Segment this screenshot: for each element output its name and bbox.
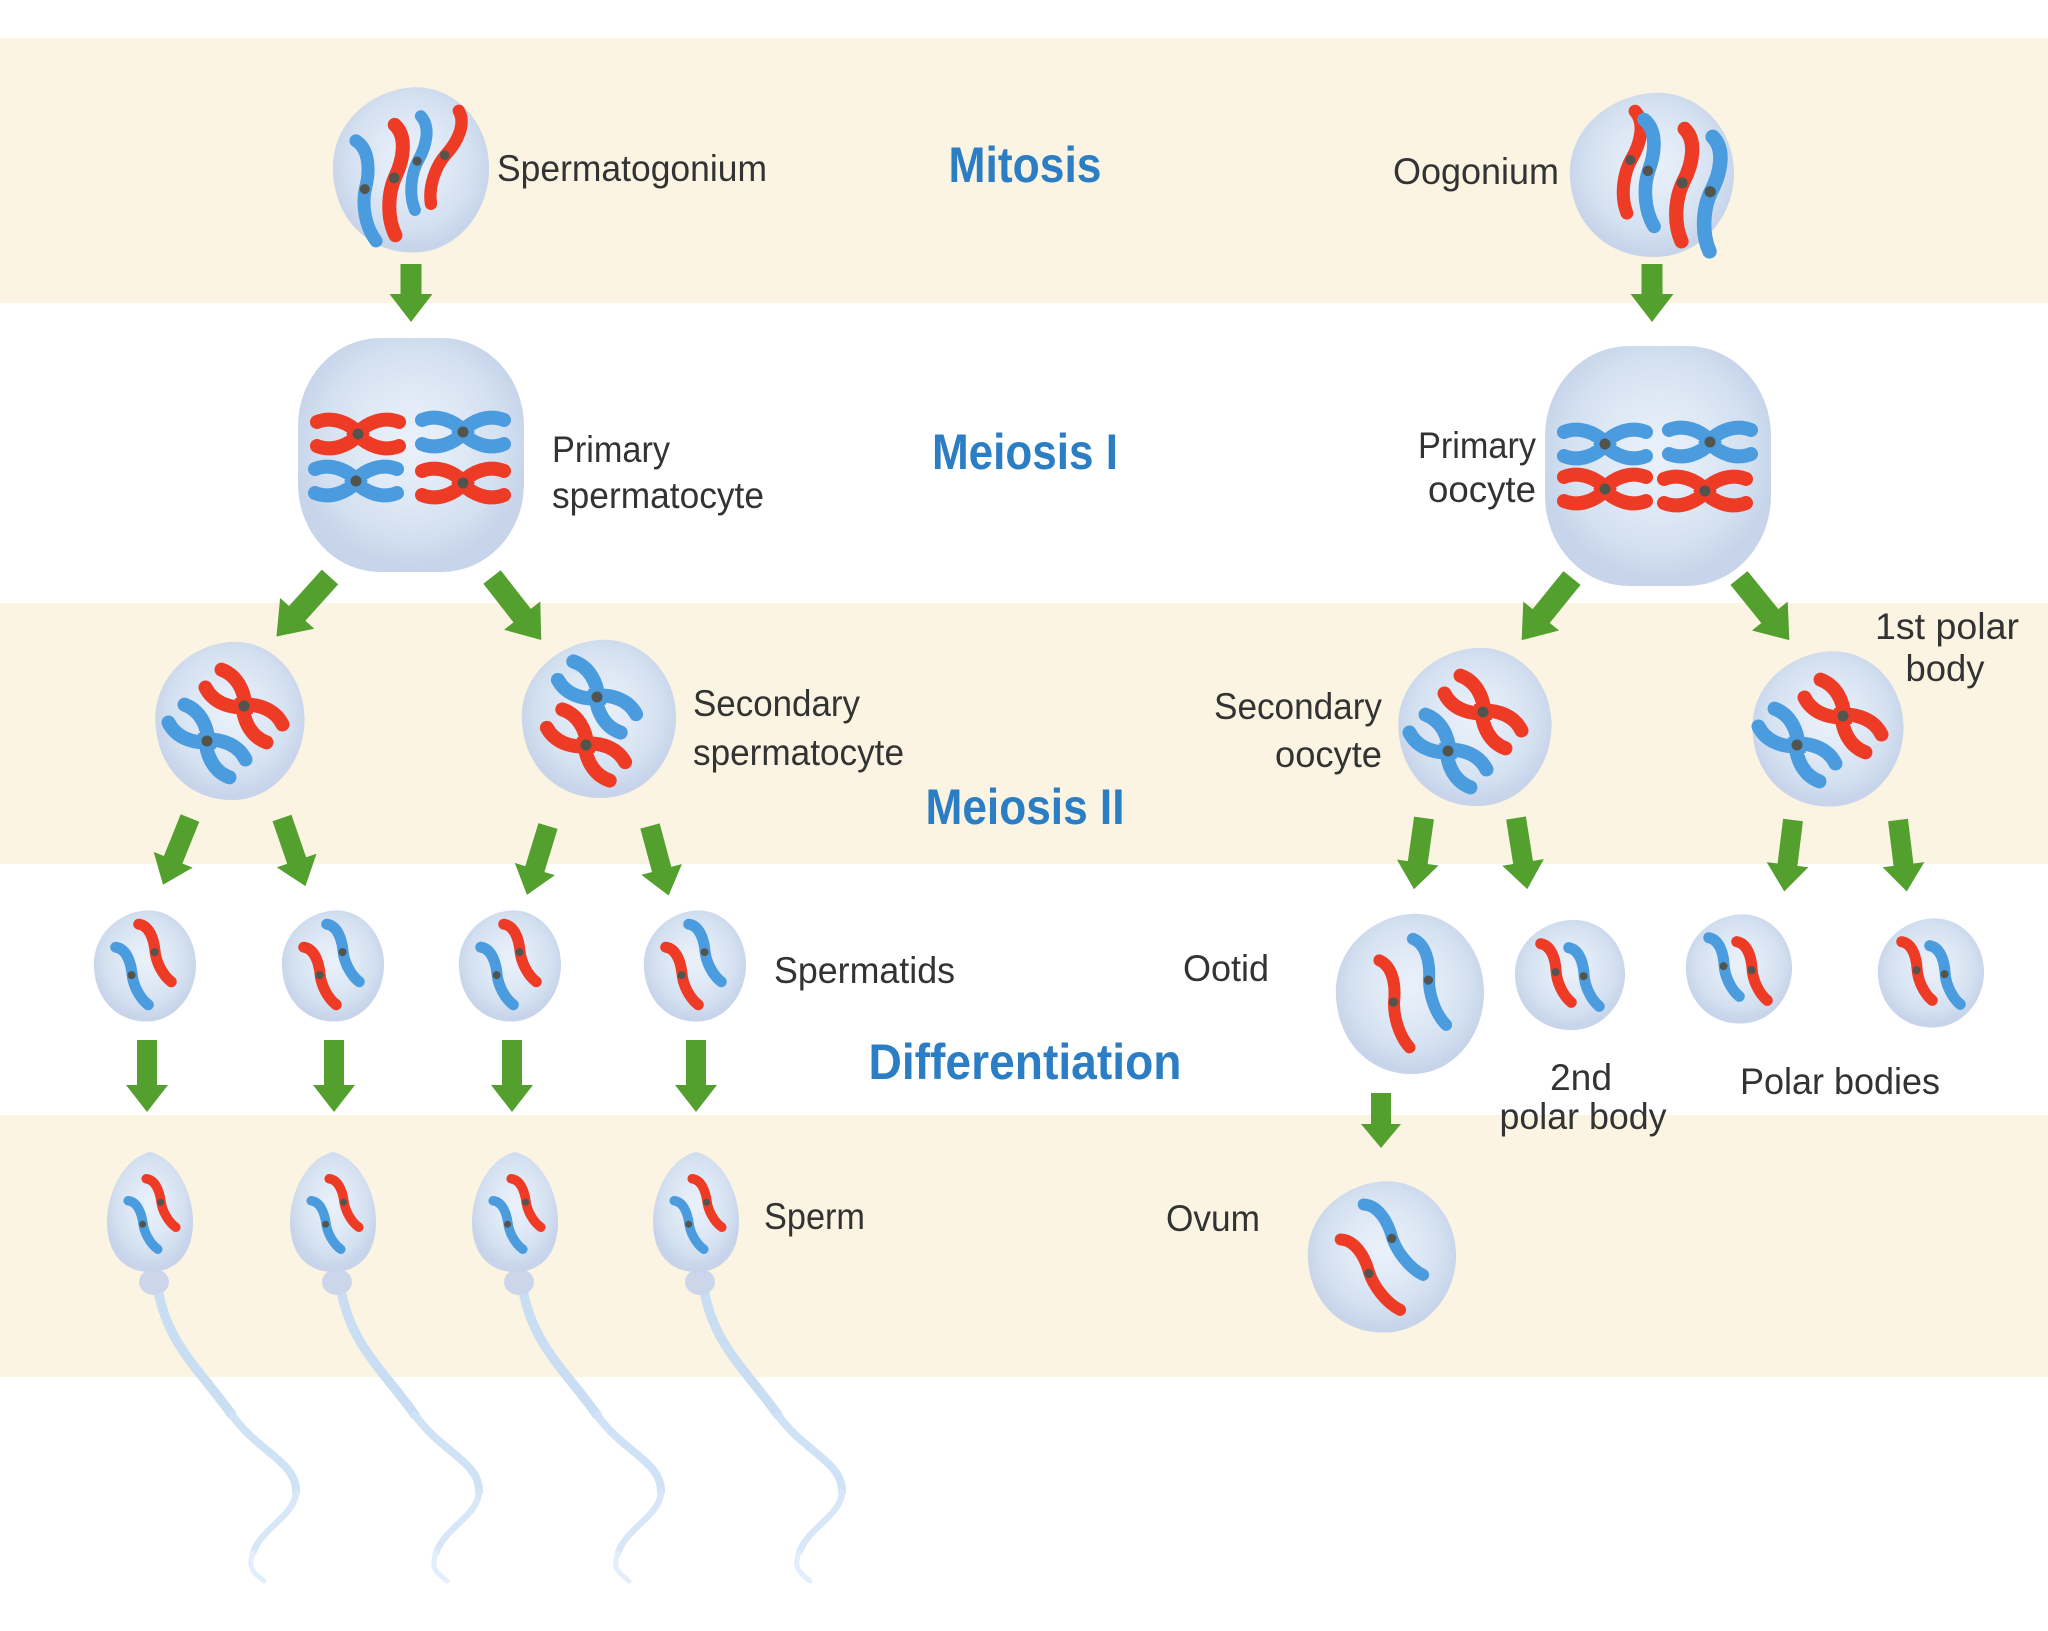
svg-text:2nd: 2nd <box>1550 1057 1612 1098</box>
svg-text:Ootid: Ootid <box>1183 948 1269 989</box>
svg-text:oocyte: oocyte <box>1428 469 1536 510</box>
svg-text:Meiosis II: Meiosis II <box>926 779 1125 835</box>
svg-text:Spermatogonium: Spermatogonium <box>497 148 767 189</box>
svg-text:Secondary: Secondary <box>693 683 860 724</box>
svg-text:1st polar: 1st polar <box>1875 606 2019 647</box>
svg-text:spermatocyte: spermatocyte <box>552 475 764 516</box>
svg-text:Meiosis I: Meiosis I <box>932 424 1118 480</box>
svg-text:body: body <box>1906 648 1985 689</box>
svg-text:Sperm: Sperm <box>764 1196 865 1237</box>
svg-text:Mitosis: Mitosis <box>949 137 1102 193</box>
svg-text:Differentiation: Differentiation <box>869 1034 1182 1090</box>
svg-text:spermatocyte: spermatocyte <box>693 732 904 773</box>
svg-text:Oogonium: Oogonium <box>1393 151 1559 192</box>
svg-text:Spermatids: Spermatids <box>774 950 955 991</box>
svg-text:polar body: polar body <box>1500 1096 1667 1137</box>
svg-text:Primary: Primary <box>1418 425 1536 466</box>
svg-text:oocyte: oocyte <box>1275 734 1382 775</box>
svg-text:Secondary: Secondary <box>1214 686 1382 727</box>
svg-text:Ovum: Ovum <box>1166 1198 1260 1239</box>
svg-text:Primary: Primary <box>552 429 670 470</box>
svg-text:Polar bodies: Polar bodies <box>1740 1061 1940 1102</box>
